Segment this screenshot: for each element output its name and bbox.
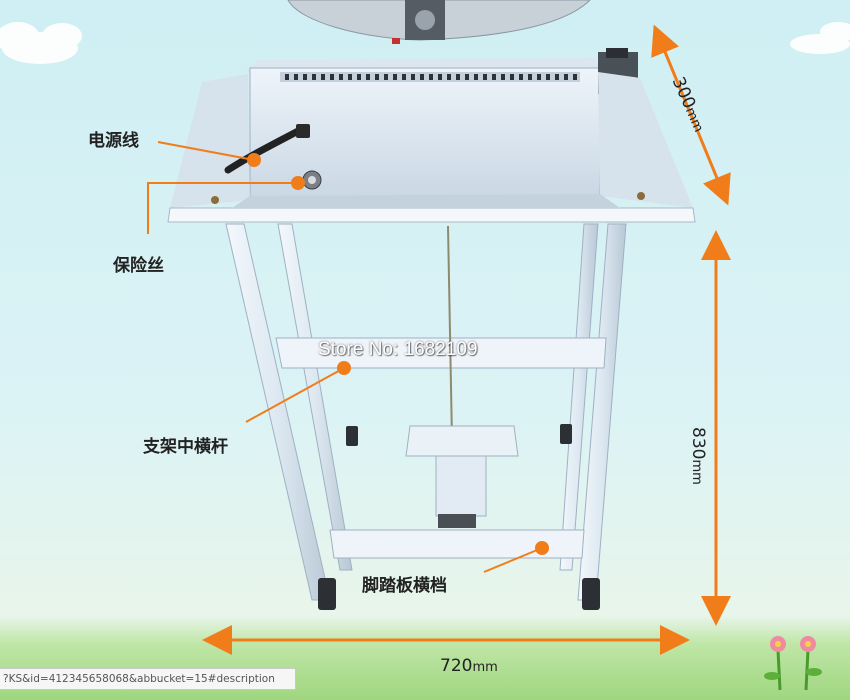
annotation-leaders (147, 141, 543, 573)
pedal-rod (447, 225, 453, 441)
cloud-decoration (0, 22, 82, 64)
label-pedal-crossbar: 脚踏板横档 (362, 576, 447, 596)
flower-decoration (764, 636, 822, 691)
dimension-height-value: 830 (688, 427, 708, 460)
status-bar-url: ?KS&id=412345658068&abbucket=15#descript… (0, 668, 296, 690)
label-fuse: 保险丝 (113, 256, 164, 276)
fuse-holder (302, 170, 322, 190)
foot-pedal (405, 425, 519, 528)
dimension-width-value: 720 (440, 656, 473, 676)
store-watermark: Store No: 1682109 (318, 339, 478, 360)
cloud-decoration-right (790, 22, 850, 54)
label-middle-crossbar: 支架中横杆 (143, 437, 228, 457)
dimension-height: 830mm (688, 427, 708, 485)
power-cord (224, 124, 310, 174)
dimension-width-unit: mm (472, 660, 498, 675)
annotation-dots (247, 153, 549, 555)
stand-frame (225, 223, 627, 610)
dimension-height-unit: mm (689, 459, 704, 485)
dimension-width: 720mm (440, 656, 498, 676)
label-power-cord: 电源线 (88, 131, 139, 151)
sealing-wheel (287, 0, 591, 44)
dimension-arrow-depth (651, 24, 731, 206)
